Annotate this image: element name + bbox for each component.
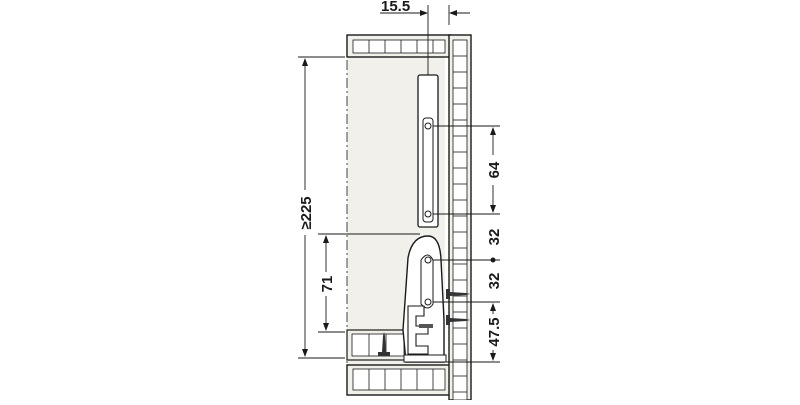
dim-label-hole-spacing-a: 32 (486, 229, 503, 246)
dimension-lines (298, 5, 500, 363)
dim-label-bracket-height: 71 (319, 276, 336, 293)
dimension-dot (490, 257, 496, 263)
screw-hole-icon (424, 122, 432, 130)
screw-icon (378, 332, 390, 356)
screw-hole-icon (424, 210, 432, 218)
front-panel (448, 34, 472, 401)
dim-label-hole-spacing-upper: 64 (486, 161, 503, 178)
dim-label-top-offset: 15.5 (381, 0, 410, 15)
screws (378, 289, 470, 356)
screw-icon (446, 315, 470, 325)
dim-label-bottom-offset: 47.5 (486, 317, 503, 346)
upper-bracket (417, 74, 439, 228)
screw-hole-icon (424, 298, 432, 306)
screw-hole-icon (424, 256, 432, 264)
dim-label-overall-height: ≥225 (298, 196, 315, 229)
dim-label-hole-spacing-b: 32 (486, 273, 503, 290)
screw-icon (446, 289, 470, 299)
lower-bracket (402, 235, 447, 363)
